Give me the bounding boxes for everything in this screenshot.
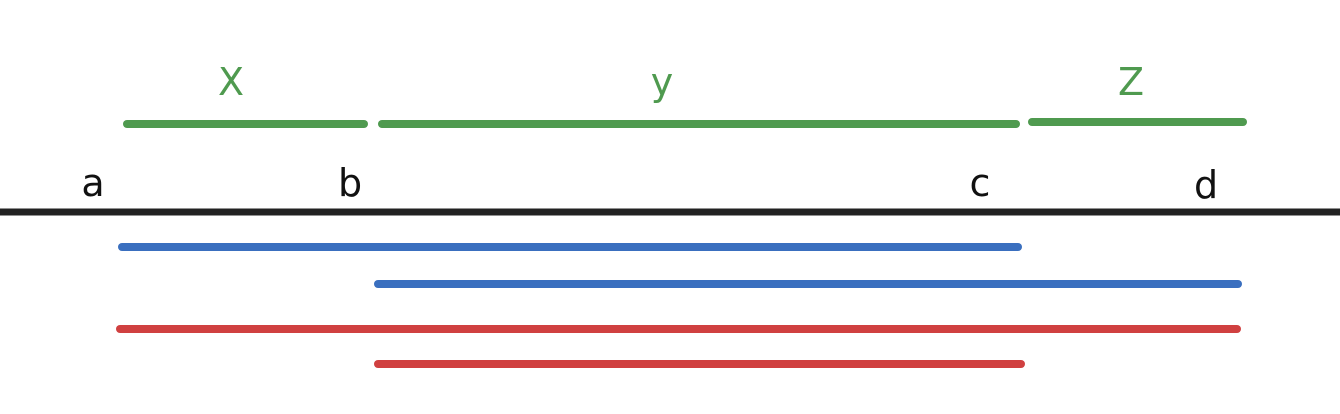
- segment-x-label: X: [218, 60, 244, 104]
- segment-z-label: Z: [1118, 60, 1144, 104]
- point-d-label: d: [1194, 163, 1218, 207]
- point-b-label: b: [338, 161, 362, 205]
- point-a-label: a: [81, 161, 104, 205]
- point-c-label: c: [970, 161, 991, 205]
- segment-y-label: y: [651, 60, 674, 104]
